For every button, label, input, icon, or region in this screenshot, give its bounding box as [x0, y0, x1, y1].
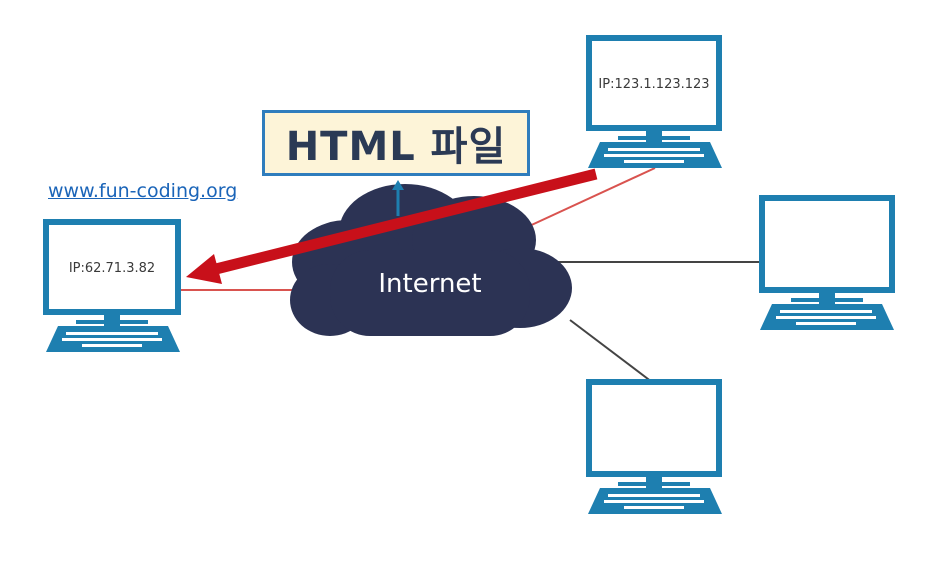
transfer-arrow: [186, 168, 598, 284]
html-file-label: HTML 파일: [285, 124, 507, 170]
client-ip: IP:62.71.3.82: [69, 261, 155, 276]
link-bottom-cloud: [569, 319, 653, 383]
cloud-label: Internet: [378, 269, 481, 299]
computer-server: IP:123.1.123.123: [586, 35, 722, 168]
server-ip: IP:123.1.123.123: [598, 77, 709, 92]
website-link[interactable]: www.fun-coding.org: [48, 180, 238, 202]
link-server-cloud: [524, 167, 656, 229]
computer-right: [759, 195, 895, 330]
computer-client: IP:62.71.3.82: [43, 219, 181, 352]
internet-cloud: [290, 184, 572, 336]
html-file-box: HTML 파일: [262, 110, 530, 176]
upload-arrow-icon: [392, 180, 404, 216]
computer-bottom: [586, 379, 722, 514]
